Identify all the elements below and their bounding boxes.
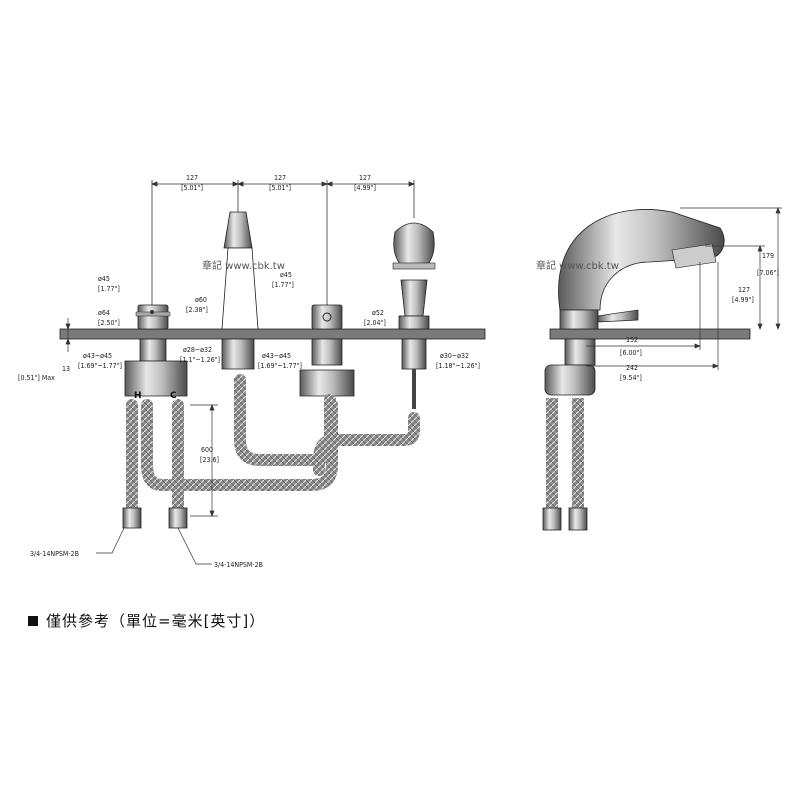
dim-127-a: 127 [186, 174, 198, 182]
label-d52: ø52 [372, 309, 384, 317]
side-spray-head [671, 243, 717, 269]
dim-127-c-inch: [4.99"] [354, 184, 376, 192]
label-side-height-inch: [7.06"] [757, 269, 779, 277]
note-bullet-icon [28, 616, 38, 626]
deck-max-inch: [0.51"] Max [18, 374, 55, 382]
label-reach-1-inch: [6.00"] [620, 349, 642, 357]
label-thread-left: 3/4-14NPSM-2B [30, 550, 79, 558]
label-thread-right: 3/4-14NPSM-2B [214, 561, 263, 569]
hot-valve: H C [124, 304, 188, 401]
dim-127-c: 127 [359, 174, 371, 182]
side-valve-body [564, 338, 596, 366]
label-shower-height-inch: [4.99"] [732, 296, 754, 304]
label-hole-left: ø43~ø45 [83, 352, 112, 360]
label-hole-mid: ø43~ø45 [262, 352, 291, 360]
note-text: 僅供參考（單位=毫米[英寸]） [46, 612, 266, 630]
label-d64-inch: [2.50"] [98, 319, 120, 327]
label-reach-1: 152 [626, 336, 638, 344]
label-hole-mid-inch: [1.69"~1.77"] [258, 362, 302, 370]
deck-thickness-dim [65, 318, 71, 352]
label-d64: ø64 [98, 309, 110, 317]
label-hole-right-inch: [1.18"~1.26"] [436, 362, 480, 370]
mid-valve [299, 304, 355, 397]
side-valve-lower [544, 364, 596, 396]
label-d60: ø60 [195, 296, 207, 304]
label-d45-mid: ø45 [280, 271, 292, 279]
hot-label: H [134, 391, 142, 401]
dim-127-b-inch: [5.01"] [269, 184, 291, 192]
label-d45-left: ø45 [98, 275, 110, 283]
spout [221, 211, 259, 370]
thread-leaders [96, 527, 212, 565]
label-reach-2: 242 [626, 364, 638, 372]
hose-length-dim [190, 404, 218, 517]
label-reach-2-inch: [9.54"] [620, 374, 642, 382]
braided-hoses [126, 374, 420, 521]
dim-127-b: 127 [274, 174, 286, 182]
side-fitting-right [568, 507, 588, 531]
label-hole-left-inch: [1.69"~1.77"] [78, 362, 122, 370]
top-dimension-texts: 127 [5.01"] 127 [5.01"] 127 [4.99"] [181, 174, 376, 192]
side-dimension-lines [586, 207, 782, 370]
side-lever [597, 309, 639, 323]
front-view: 127 [5.01"] 127 [5.01"] 127 [4.99"] 13 [… [18, 174, 486, 569]
side-deck-plate [549, 328, 751, 340]
side-fitting-left [542, 507, 562, 531]
hand-shower [392, 222, 436, 409]
label-hole-right: ø30~ø32 [440, 352, 469, 360]
label-hose-length-inch: [23.6] [200, 456, 219, 464]
dim-127-a-inch: [5.01"] [181, 184, 203, 192]
watermark-front: 章記 www.cbk.tw [202, 259, 285, 272]
deck-plate [59, 328, 486, 340]
watermark-side: 章記 www.cbk.tw [536, 259, 619, 272]
top-dimension-lines [150, 180, 416, 305]
label-hole-spout: ø28~ø32 [183, 346, 212, 354]
side-view: 179 [7.06"] 127 [4.99"] 152 [6.00"] 242 … [542, 207, 782, 531]
hose-fittings [122, 507, 188, 529]
side-spout [558, 209, 725, 311]
cold-label: C [170, 391, 177, 401]
reference-note: 僅供參考（單位=毫米[英寸]） [28, 610, 265, 631]
label-side-height: 179 [762, 252, 774, 260]
label-d52-inch: [2.04"] [364, 319, 386, 327]
deck-max-value: 13 [62, 365, 70, 373]
label-d45-mid-inch: [1.77"] [272, 281, 294, 289]
front-view-labels: ø45 [1.77"] ø64 [2.50"] ø60 [2.38"] ø45 … [78, 271, 480, 370]
label-d60-inch: [2.38"] [186, 306, 208, 314]
side-handle-base [559, 309, 599, 330]
label-hole-spout-inch: [1.1"~1.26"] [180, 356, 220, 364]
label-shower-height: 127 [738, 286, 750, 294]
label-d45-left-inch: [1.77"] [98, 285, 120, 293]
label-hose-length: 600 [201, 446, 213, 454]
side-hoses [546, 398, 584, 516]
